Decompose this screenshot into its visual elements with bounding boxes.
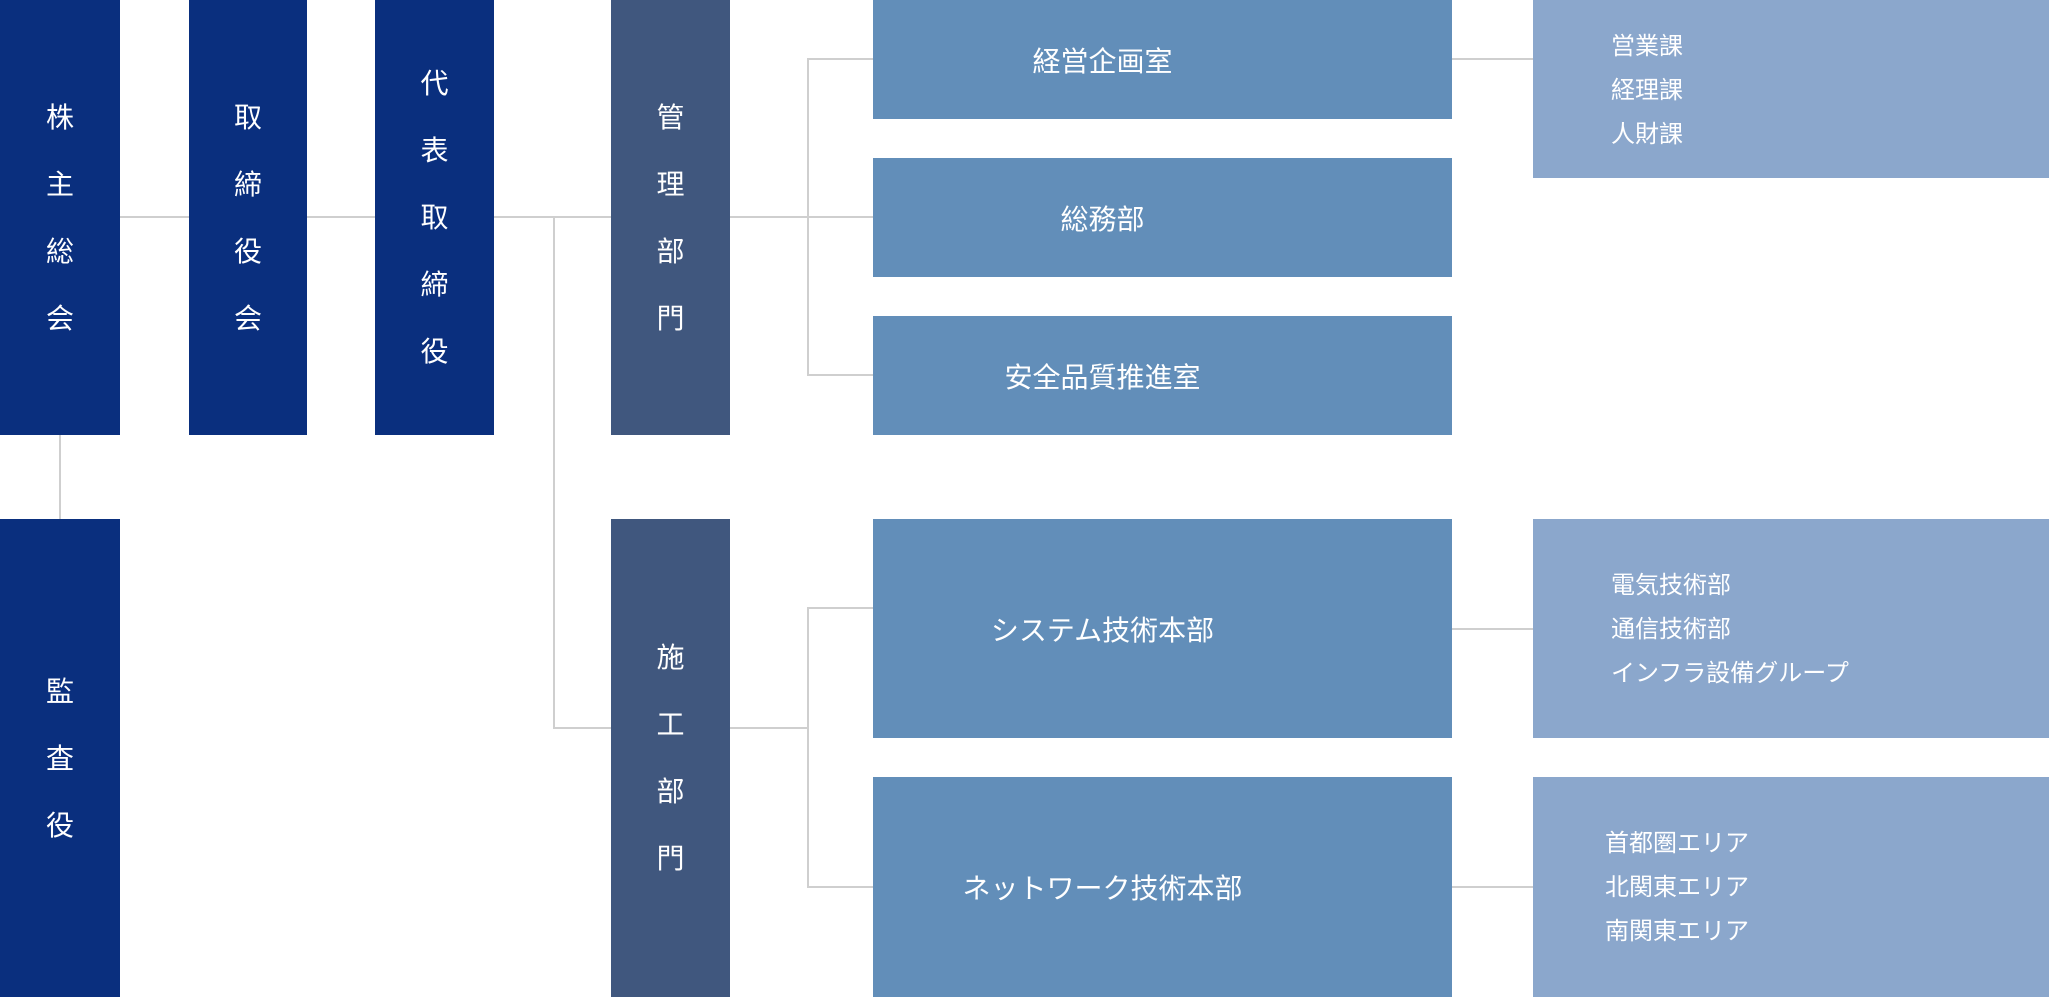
ceo-char: 役	[420, 335, 449, 368]
ceo-char: 代	[420, 67, 449, 100]
planning-connector	[807, 58, 873, 60]
shareholders-char: 会	[45, 301, 74, 335]
communications-engineering-label: 通信技術部	[1611, 614, 1731, 643]
system-connector	[807, 607, 873, 609]
network-sections-connector	[1452, 886, 1533, 888]
human-resources-section-label: 人財課	[1611, 120, 1683, 148]
construction-char: 部	[656, 775, 685, 808]
general-connector	[807, 216, 873, 218]
auditor-box: 監 査 役	[0, 519, 120, 997]
system-engineering-division-box: システム技術本部	[873, 519, 1452, 738]
administration-department-box: 管 理 部 門	[611, 0, 730, 435]
admin-branch-connector	[730, 216, 808, 218]
shareholders-auditor-connector	[59, 435, 61, 519]
network-engineering-areas-box: 首都圏エリア 北関東エリア 南関東エリア	[1533, 777, 2049, 997]
shareholders-char: 主	[45, 167, 74, 201]
safety-quality-office-box: 安全品質推進室	[873, 316, 1452, 435]
auditor-char: 役	[45, 808, 74, 842]
board-ceo-connector	[307, 216, 375, 218]
auditor-char: 監	[45, 674, 74, 708]
general-affairs-department-label: 総務部	[1060, 202, 1145, 236]
general-affairs-department-box: 総務部	[873, 158, 1452, 277]
metropolitan-area-label: 首都圏エリア	[1605, 829, 1749, 857]
auditor-char: 査	[45, 741, 74, 775]
construction-department-box: 施 工 部 門	[611, 519, 730, 997]
system-sections-connector	[1452, 628, 1533, 630]
corporate-planning-office-label: 経営企画室	[1032, 44, 1173, 78]
infrastructure-group-label: インフラ設備グループ	[1611, 658, 1849, 687]
system-engineering-sections-box: 電気技術部 通信技術部 インフラ設備グループ	[1533, 519, 2049, 738]
ceo-char: 取	[420, 201, 449, 234]
shareholders-meeting-box: 株 主 総 会	[0, 0, 120, 435]
board-char: 締	[233, 167, 262, 201]
corporate-planning-office-box: 経営企画室	[873, 0, 1452, 119]
ceo-construction-connector	[553, 727, 611, 729]
north-kanto-area-label: 北関東エリア	[1605, 873, 1749, 901]
safety-quality-office-label: 安全品質推進室	[1004, 360, 1201, 394]
system-engineering-division-label: システム技術本部	[990, 613, 1215, 647]
sales-section-label: 営業課	[1611, 32, 1683, 60]
planning-sections-connector	[1452, 58, 1533, 60]
accounting-section-label: 経理課	[1611, 76, 1683, 104]
admin-char: 部	[656, 234, 685, 268]
representative-director-box: 代 表 取 締 役	[375, 0, 494, 435]
network-connector	[807, 886, 873, 888]
electrical-engineering-label: 電気技術部	[1611, 570, 1731, 599]
admin-char: 門	[656, 301, 685, 335]
network-engineering-division-box: ネットワーク技術本部	[873, 777, 1452, 997]
admin-char: 管	[656, 100, 685, 134]
construction-char: 工	[656, 708, 685, 741]
safety-connector	[807, 374, 873, 376]
planning-sections-box: 営業課 経理課 人財課	[1533, 0, 2049, 178]
south-kanto-area-label: 南関東エリア	[1605, 917, 1749, 945]
admin-char: 理	[656, 167, 685, 201]
ceo-vertical-connector	[553, 216, 555, 729]
board-char: 役	[233, 234, 262, 268]
shareholders-char: 総	[45, 234, 74, 268]
construction-char: 施	[656, 641, 685, 674]
board-char: 取	[233, 100, 262, 134]
construction-branch-vertical	[807, 607, 809, 888]
construction-char: 門	[656, 842, 685, 875]
board-char: 会	[233, 301, 262, 335]
board-of-directors-box: 取 締 役 会	[189, 0, 307, 435]
ceo-char: 表	[420, 134, 449, 167]
construction-branch-connector	[730, 727, 808, 729]
shareholders-char: 株	[45, 100, 74, 134]
ceo-char: 締	[420, 268, 449, 301]
ceo-admin-connector	[494, 216, 611, 218]
shareholders-board-connector	[120, 216, 189, 218]
network-engineering-division-label: ネットワーク技術本部	[962, 872, 1243, 905]
